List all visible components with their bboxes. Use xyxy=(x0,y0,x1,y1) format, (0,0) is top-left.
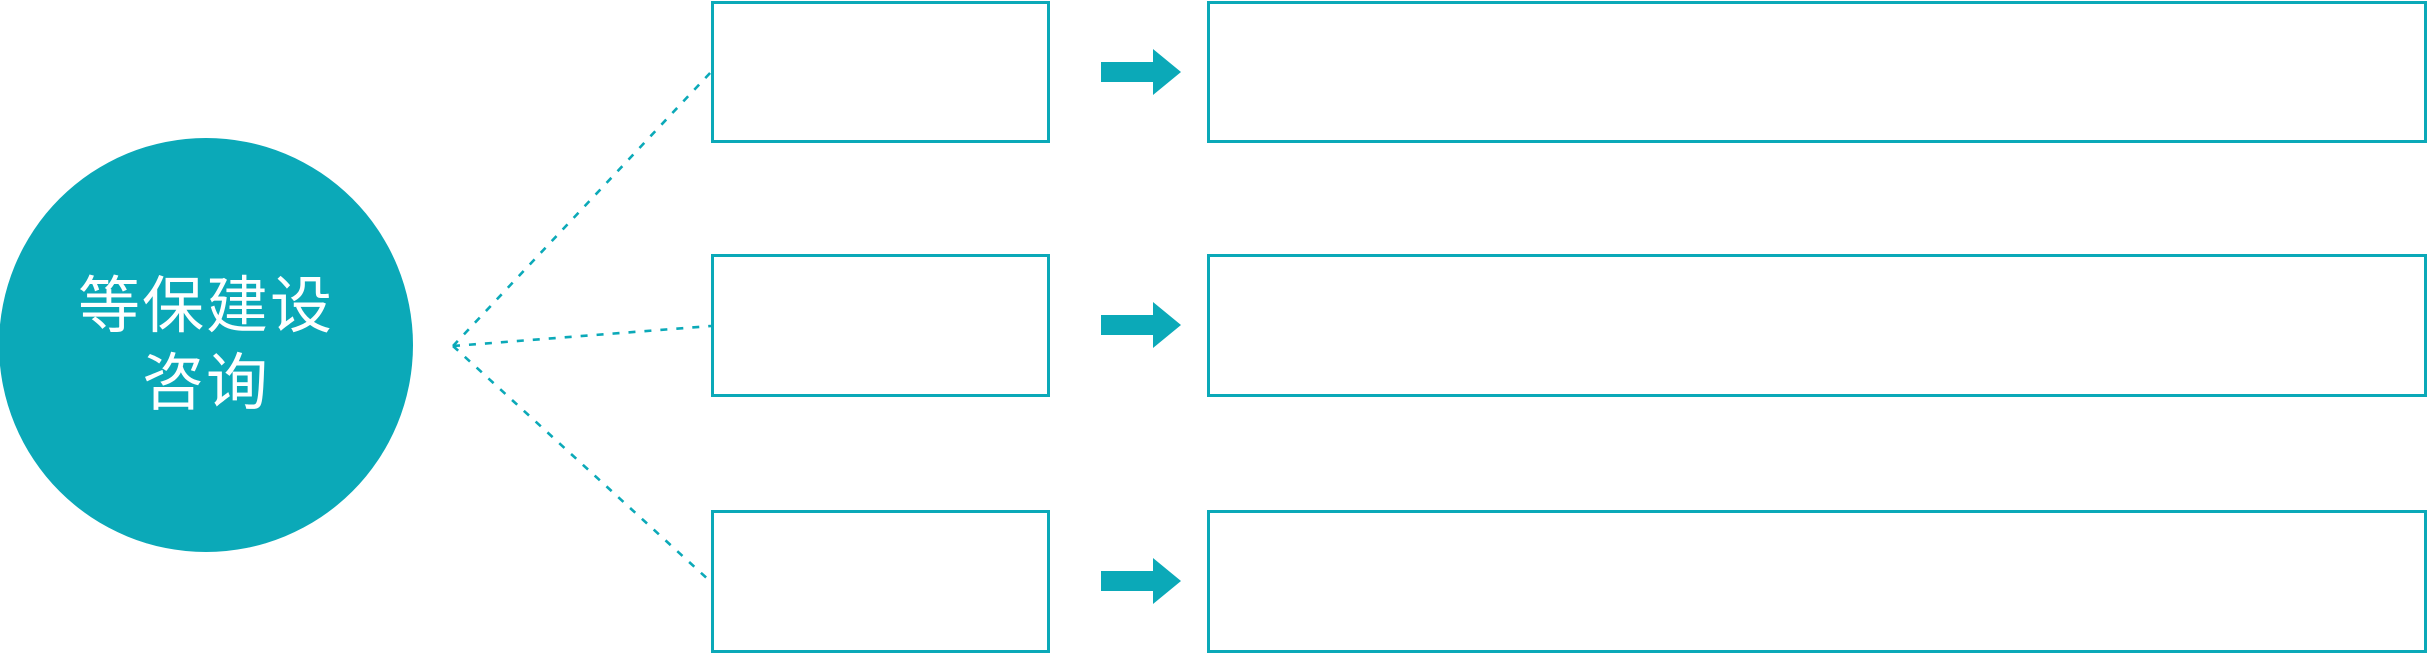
connector-branch-3 xyxy=(452,345,712,583)
stage-box-1[interactable] xyxy=(711,1,1050,143)
hub-label-line-1: 等保建设 xyxy=(77,271,334,341)
detail-box-3[interactable] xyxy=(1207,510,2427,653)
arrow-right-icon-1 xyxy=(1101,49,1181,95)
connector-branch-2 xyxy=(452,324,712,348)
hub-circle[interactable]: 等保建设 咨询 xyxy=(0,138,413,552)
detail-box-2[interactable] xyxy=(1207,254,2427,397)
stage-box-2[interactable] xyxy=(711,254,1050,397)
detail-box-1[interactable] xyxy=(1207,1,2427,143)
arrow-right-icon-3 xyxy=(1101,558,1181,604)
stage-box-3[interactable] xyxy=(711,510,1050,653)
arrow-right-icon-2 xyxy=(1101,302,1181,348)
hub-label-line-2: 咨询 xyxy=(141,349,270,418)
connector-branch-1 xyxy=(452,71,712,347)
